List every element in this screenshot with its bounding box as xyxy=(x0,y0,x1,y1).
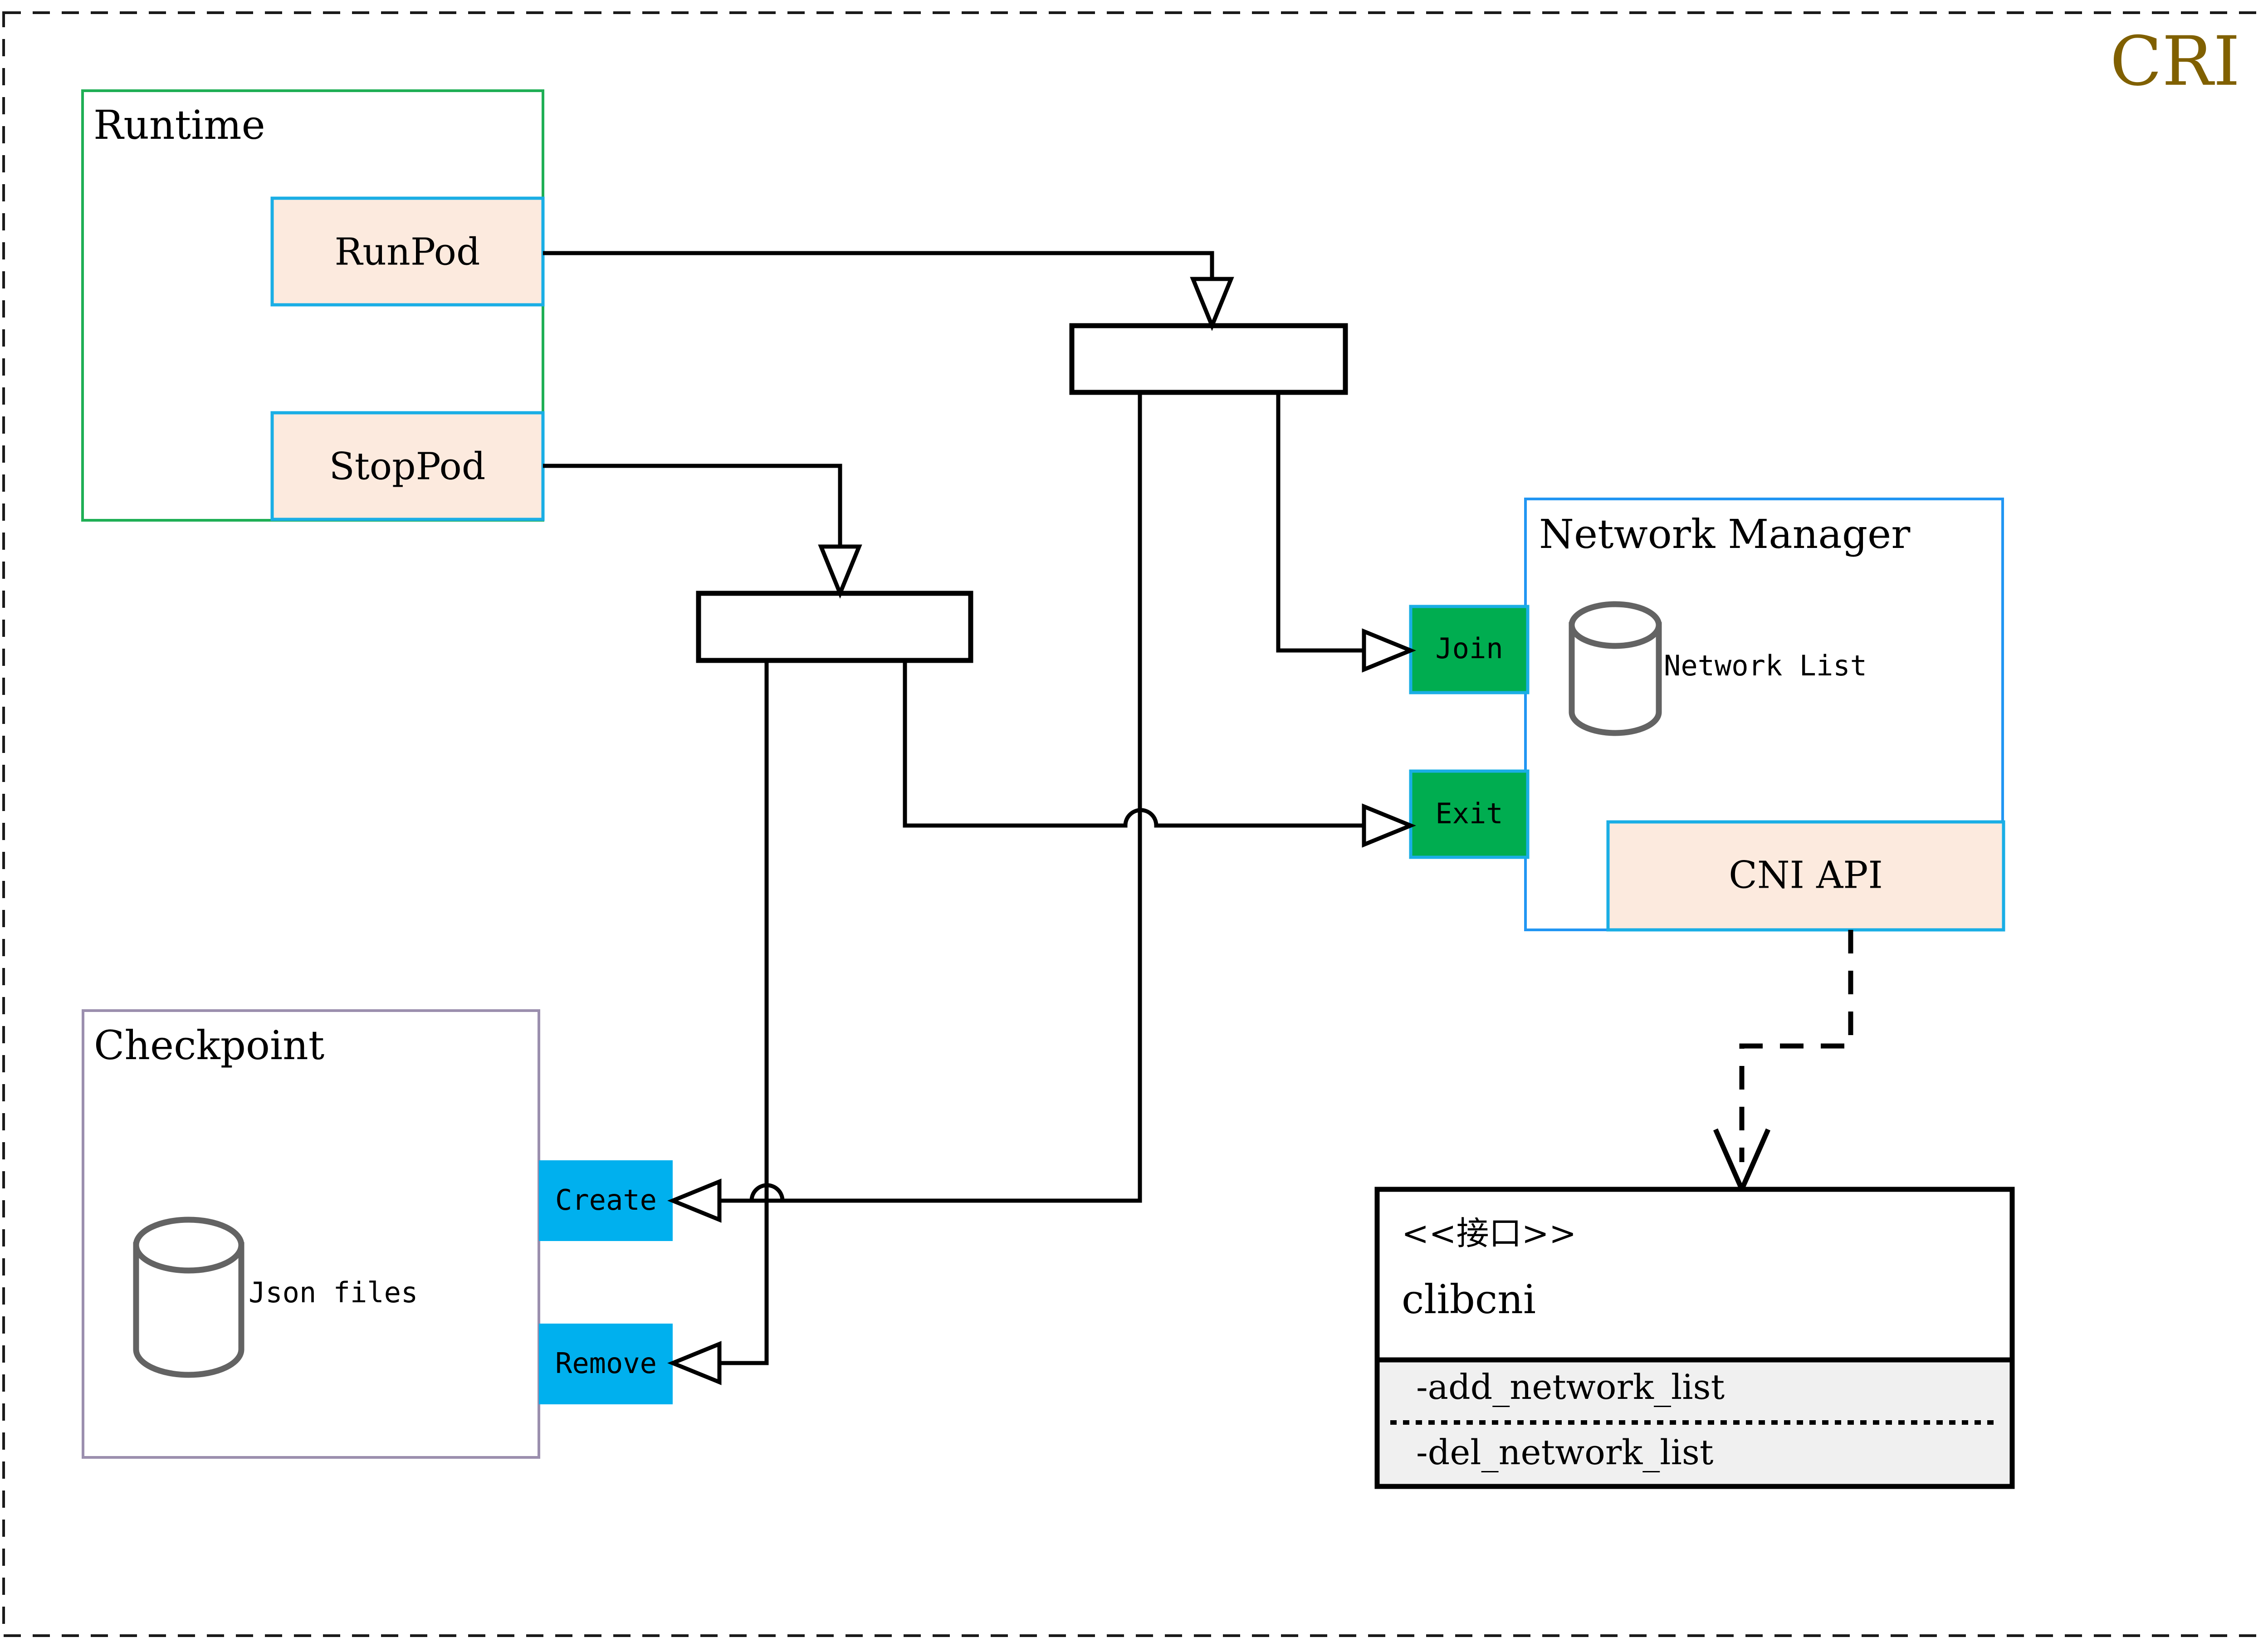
edge-fork-runpod-to-create xyxy=(704,392,1142,1203)
clibcni-method-add: -add_network_list xyxy=(1416,1367,1725,1407)
clibcni-name: clibcni xyxy=(1402,1276,1536,1323)
exit-box[interactable] xyxy=(1409,769,1530,859)
diagram-title: CRI xyxy=(2110,22,2240,101)
edge-fork-stoppod-to-remove xyxy=(704,660,769,1365)
diagram-outer-frame xyxy=(2,11,2268,1637)
json-files-label: Json files xyxy=(249,1276,418,1309)
arrowhead-create-icon xyxy=(667,1178,722,1223)
cni-api-box[interactable] xyxy=(1606,820,2005,932)
create-label: Create xyxy=(555,1183,657,1217)
edge-cni-api-to-clibcni xyxy=(1739,930,1853,1162)
clibcni-method-del: -del_network_list xyxy=(1416,1432,1713,1472)
fork-bar-stoppod xyxy=(696,591,973,663)
network-list-cylinder-icon xyxy=(1569,601,1662,736)
edge-stoppod-to-fork xyxy=(543,464,842,562)
runpod-label: RunPod xyxy=(334,231,480,274)
json-files-cylinder-icon xyxy=(133,1217,244,1378)
join-label: Join xyxy=(1435,632,1503,665)
network-list-label: Network List xyxy=(1664,649,1867,682)
arrowhead-remove-icon xyxy=(667,1341,722,1385)
arrowhead-runpod-fork-icon xyxy=(1190,277,1234,331)
arrowhead-join-icon xyxy=(1362,628,1416,673)
stoppod-label: StopPod xyxy=(329,445,486,489)
join-box[interactable] xyxy=(1409,605,1530,694)
stoppod-box[interactable] xyxy=(270,411,545,521)
create-box[interactable] xyxy=(539,1160,673,1241)
cni-api-label: CNI API xyxy=(1729,854,1883,897)
group-network-manager-label: Network Manager xyxy=(1539,511,1911,557)
edge-runpod-to-fork xyxy=(543,251,1214,294)
clibcni-stereotype: <<接口>> xyxy=(1402,1214,1576,1252)
edge-fork-stoppod-to-exit xyxy=(903,660,1379,828)
exit-label: Exit xyxy=(1435,797,1503,830)
remove-box[interactable] xyxy=(539,1324,673,1404)
group-runtime-label: Runtime xyxy=(93,102,265,148)
remove-label: Remove xyxy=(555,1347,657,1380)
group-checkpoint-label: Checkpoint xyxy=(94,1022,324,1069)
line-hop-create-remove xyxy=(749,1183,785,1201)
fork-bar-runpod xyxy=(1069,323,1348,395)
edge-fork-runpod-to-join xyxy=(1276,392,1379,653)
arrowhead-exit-icon xyxy=(1362,803,1416,848)
arrowhead-stoppod-fork-icon xyxy=(818,544,862,599)
runpod-box[interactable] xyxy=(270,196,545,307)
